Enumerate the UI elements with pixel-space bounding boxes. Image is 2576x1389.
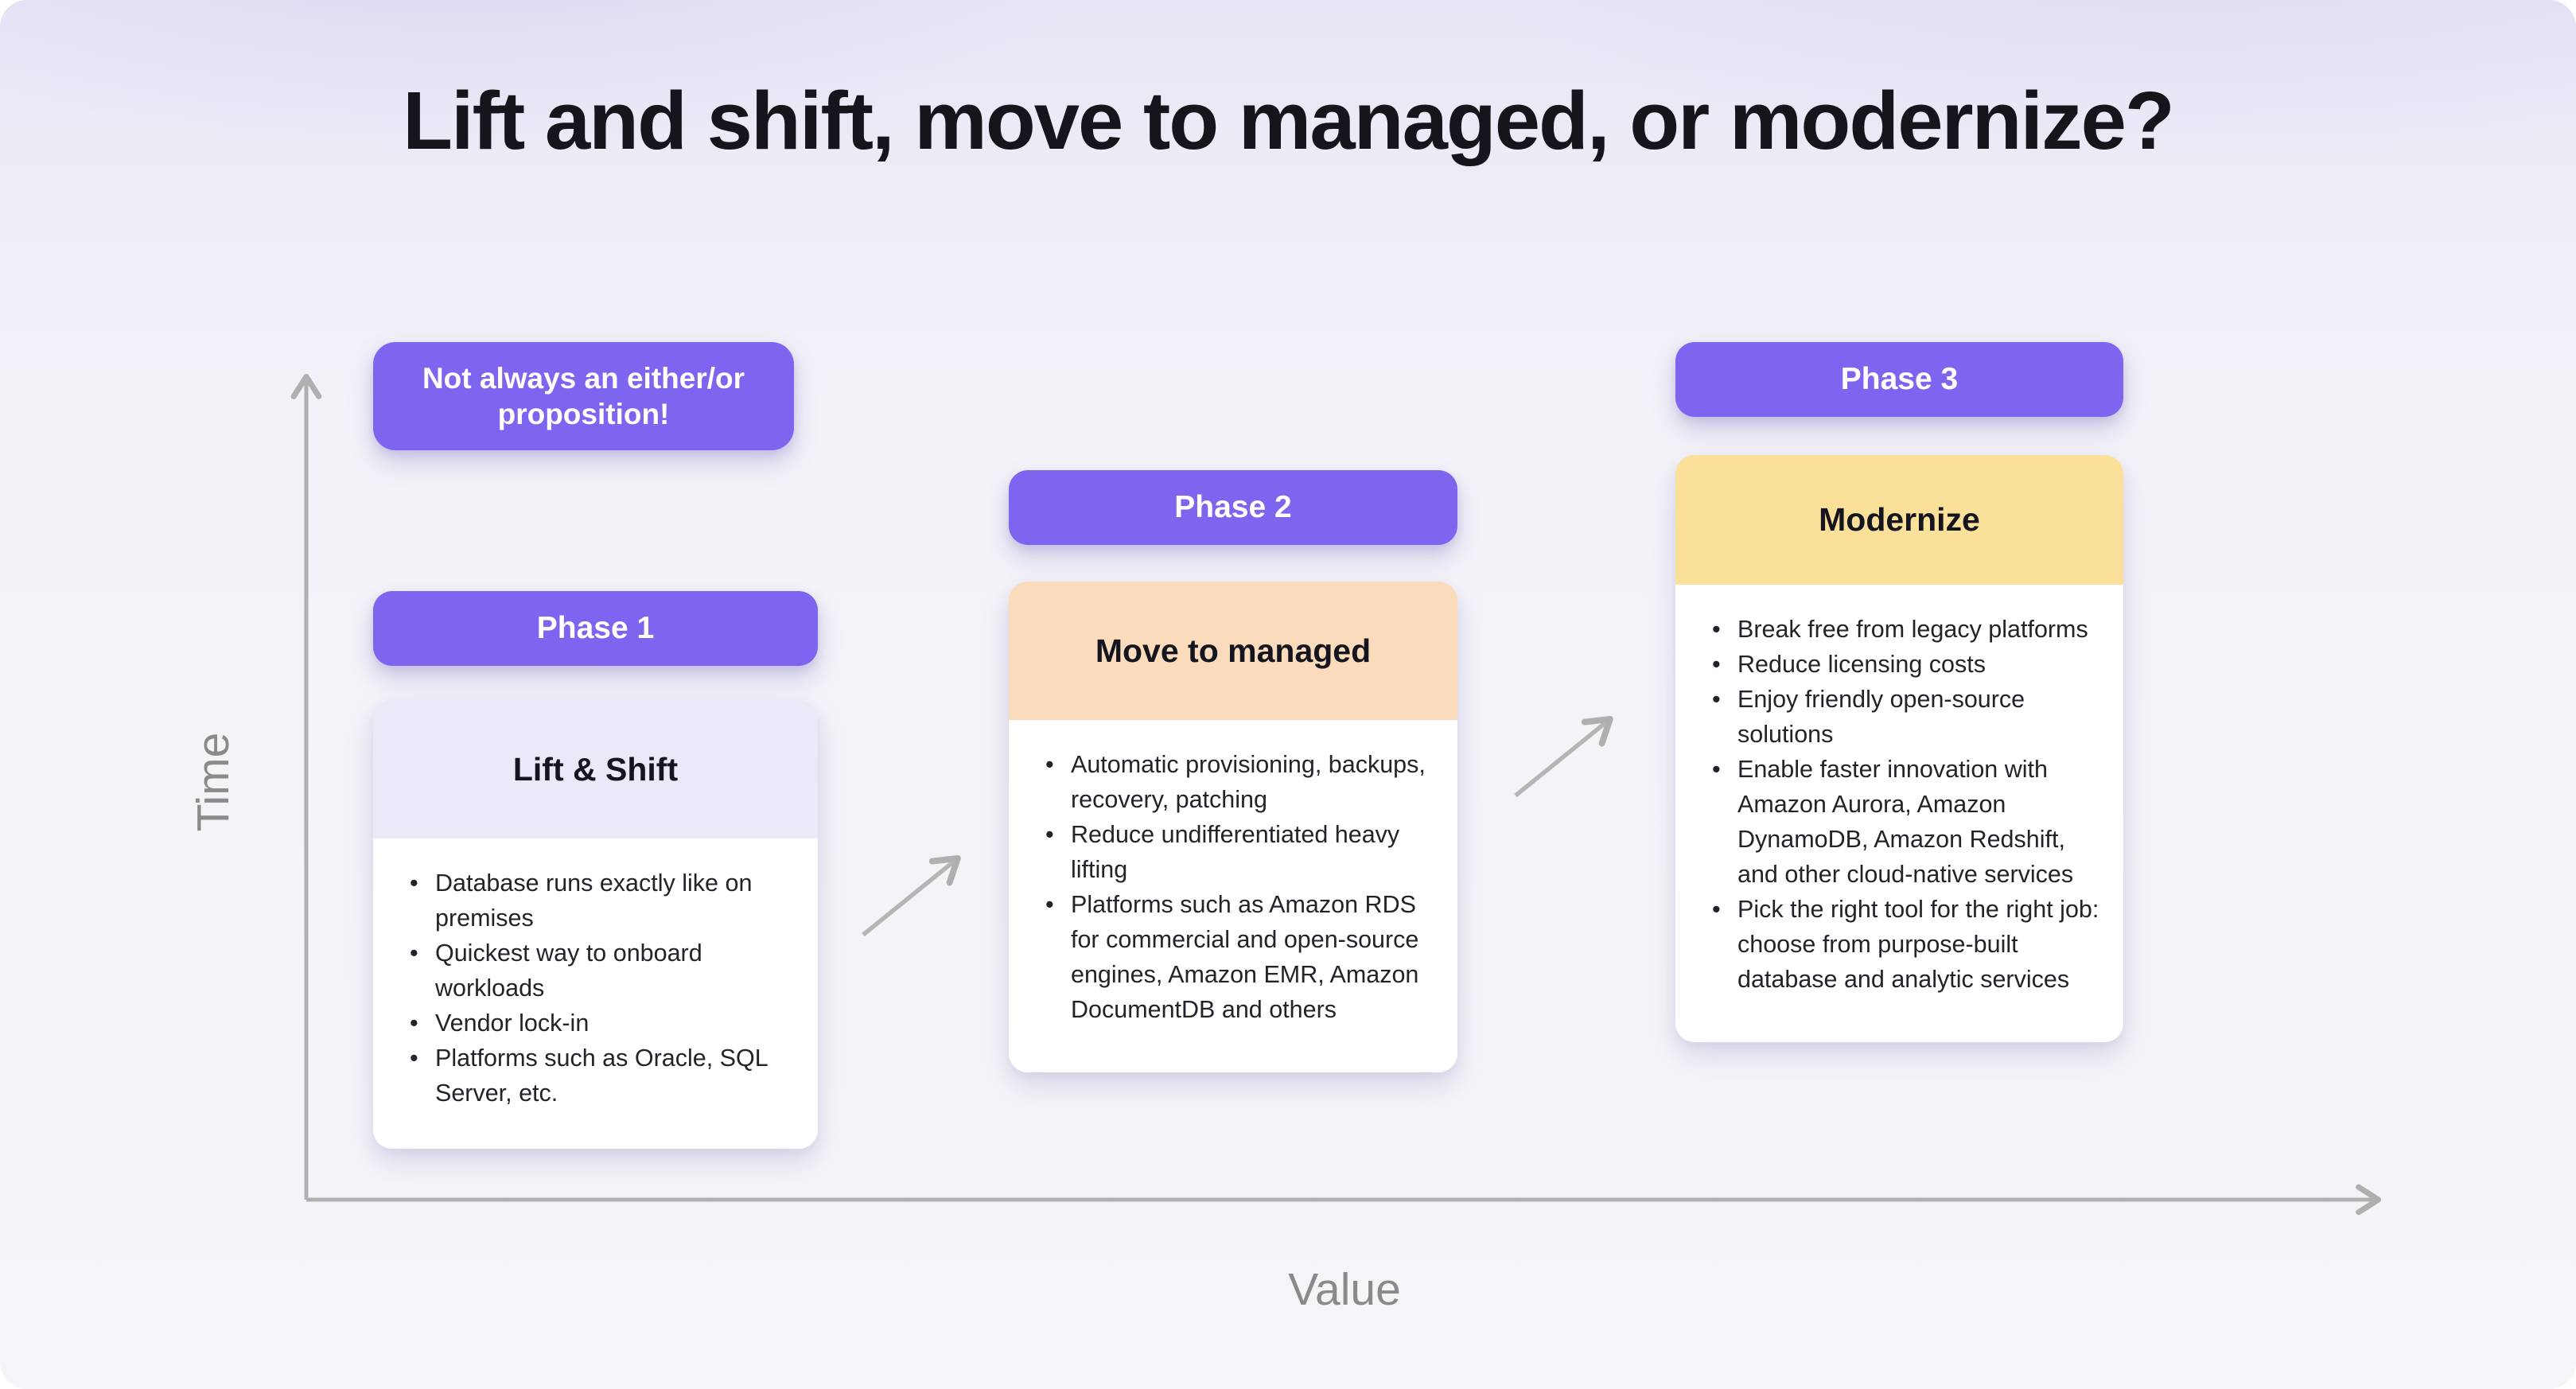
move-to-managed-card-title: Move to managed	[1009, 582, 1457, 720]
bullet-item: Platforms such as Amazon RDS for commerc…	[1036, 887, 1434, 1027]
bullet-item: Platforms such as Oracle, SQL Server, et…	[400, 1041, 794, 1111]
modernize-card: Modernize Break free from legacy platfor…	[1675, 455, 2123, 1042]
phase-3-badge: Phase 3	[1675, 342, 2123, 417]
modernize-card-body: Break free from legacy platformsReduce l…	[1675, 585, 2123, 1042]
move-to-managed-card: Move to managed Automatic provisioning, …	[1009, 582, 1457, 1072]
lift-and-shift-card-title: Lift & Shift	[373, 700, 818, 838]
lift-and-shift-card-body: Database runs exactly like on premisesQu…	[373, 838, 818, 1149]
bullet-item: Automatic provisioning, backups, recover…	[1036, 747, 1434, 817]
annotation-callout: Not always an either/or proposition!	[373, 342, 794, 450]
bullet-item: Vendor lock-in	[400, 1006, 794, 1041]
bullet-item: Reduce licensing costs	[1702, 647, 2099, 682]
phase-1-badge: Phase 1	[373, 591, 818, 666]
modernize-card-title: Modernize	[1675, 455, 2123, 585]
bullet-item: Pick the right tool for the right job: c…	[1702, 892, 2099, 997]
lift-and-shift-bullet-list: Database runs exactly like on premisesQu…	[400, 866, 794, 1111]
bullet-item: Quickest way to onboard workloads	[400, 936, 794, 1006]
arrow-lift-to-managed-icon	[862, 854, 961, 937]
move-to-managed-bullet-list: Automatic provisioning, backups, recover…	[1036, 747, 1434, 1027]
x-axis-label: Value	[1288, 1264, 1401, 1315]
lift-and-shift-card: Lift & Shift Database runs exactly like …	[373, 700, 818, 1149]
modernize-bullet-list: Break free from legacy platformsReduce l…	[1702, 612, 2099, 997]
arrow-managed-to-modernize-icon	[1514, 715, 1613, 798]
bullet-item: Enable faster innovation with Amazon Aur…	[1702, 752, 2099, 892]
slide-title: Lift and shift, move to managed, or mode…	[403, 75, 2175, 166]
y-axis-label: Time	[188, 732, 239, 832]
phase-2-badge: Phase 2	[1009, 470, 1457, 545]
bullet-item: Database runs exactly like on premises	[400, 866, 794, 936]
move-to-managed-card-body: Automatic provisioning, backups, recover…	[1009, 720, 1457, 1072]
bullet-item: Reduce undifferentiated heavy lifting	[1036, 817, 1434, 887]
bullet-item: Enjoy friendly open-source solutions	[1702, 682, 2099, 752]
bullet-item: Break free from legacy platforms	[1702, 612, 2099, 647]
